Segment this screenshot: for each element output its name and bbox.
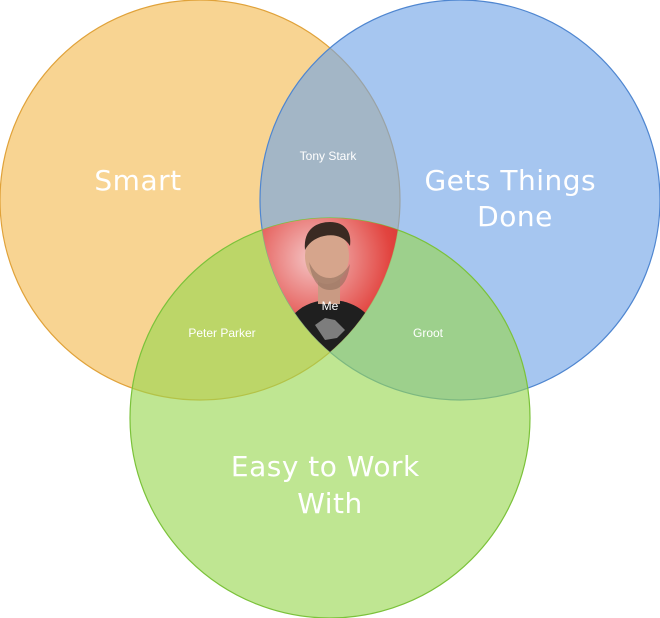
gets-things-done-label: Gets Things Done <box>424 164 605 233</box>
tony-stark-label: Tony Stark <box>300 149 358 163</box>
easy-to-work-with-label: Easy to Work With <box>231 450 429 520</box>
smart-label: Smart <box>94 164 181 197</box>
peter-parker-label: Peter Parker <box>188 326 255 340</box>
groot-label: Groot <box>413 326 444 340</box>
me-label: Me <box>322 299 339 313</box>
